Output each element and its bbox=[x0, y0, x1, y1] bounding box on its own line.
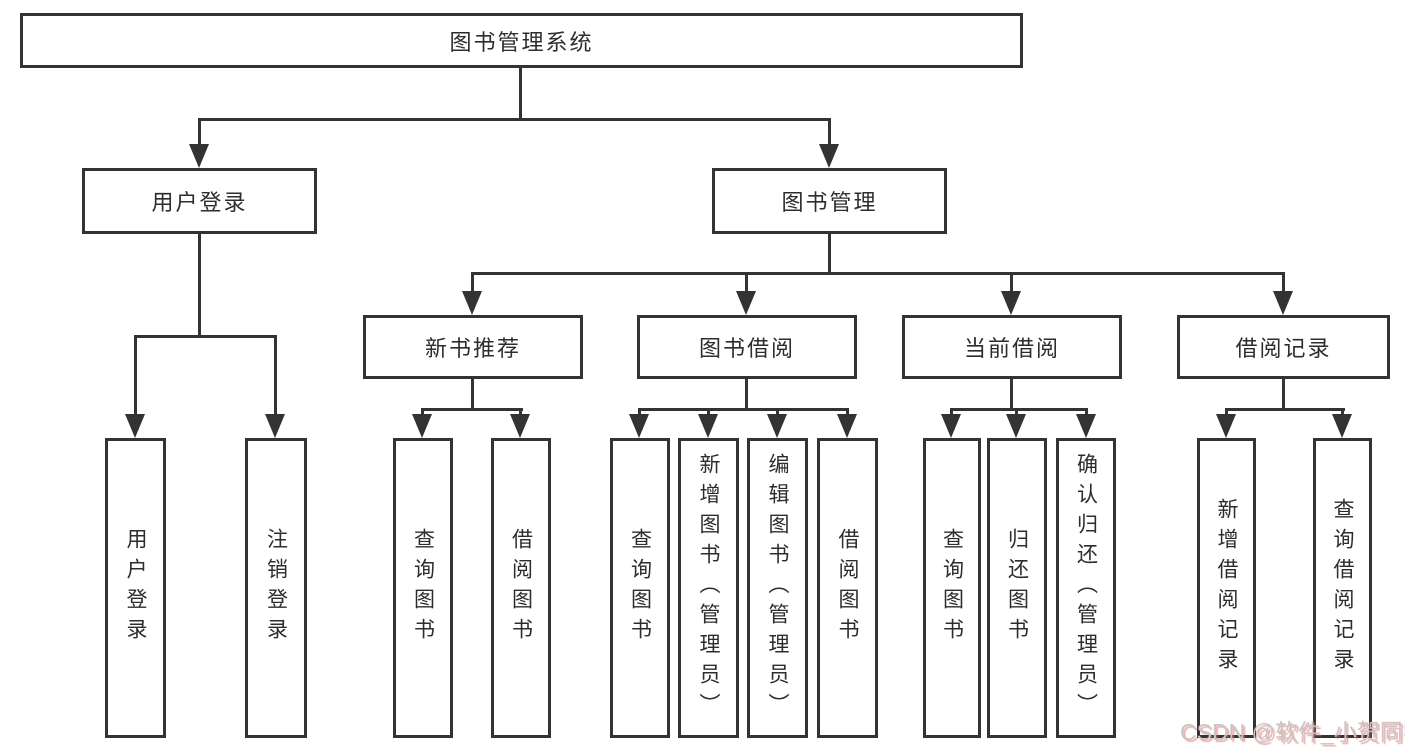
node-current-borrow-label: 当前借阅 bbox=[963, 336, 1060, 361]
connector-vline bbox=[471, 272, 474, 294]
connector-vline bbox=[707, 408, 710, 417]
arrow-down-icon bbox=[1216, 414, 1236, 438]
node-borrow-record-label: 借阅记录 bbox=[1235, 336, 1332, 361]
leaf-query-book-current: 查询图书 bbox=[923, 438, 981, 738]
connector-vline bbox=[471, 379, 474, 411]
connector-vline bbox=[519, 68, 522, 121]
leaf-edit-book-admin: 编辑图书（管理员） bbox=[747, 438, 808, 738]
connector-hline bbox=[638, 408, 849, 411]
arrow-down-icon bbox=[462, 291, 482, 315]
arrow-down-icon bbox=[189, 144, 209, 168]
arrow-down-icon bbox=[837, 414, 857, 438]
leaf-logout-label: 注销登录 bbox=[264, 528, 288, 648]
arrow-down-icon bbox=[265, 414, 285, 438]
node-user-login: 用户登录 bbox=[82, 168, 317, 234]
connector-vline bbox=[638, 408, 641, 417]
connector-vline bbox=[1085, 408, 1088, 417]
arrow-down-icon bbox=[1076, 414, 1096, 438]
leaf-borrow-book-label: 借阅图书 bbox=[836, 528, 859, 648]
connector-hline bbox=[950, 408, 1088, 411]
leaf-return-book: 归还图书 bbox=[987, 438, 1047, 738]
node-new-book-recommend: 新书推荐 bbox=[363, 315, 583, 379]
leaf-add-borrow-record: 新增借阅记录 bbox=[1197, 438, 1256, 738]
leaf-add-book-admin: 新增图书（管理员） bbox=[678, 438, 739, 738]
leaf-query-borrow-record-label: 查询借阅记录 bbox=[1331, 498, 1354, 678]
connector-vline bbox=[745, 379, 748, 411]
connector-vline bbox=[828, 118, 831, 150]
leaf-edit-book-admin-label: 编辑图书（管理员） bbox=[766, 453, 789, 723]
arrow-down-icon bbox=[412, 414, 432, 438]
connector-vline bbox=[1341, 408, 1344, 417]
connector-vline bbox=[1010, 272, 1013, 294]
leaf-confirm-return-admin-label: 确认归还（管理员） bbox=[1074, 453, 1098, 723]
node-library-system: 图书管理系统 bbox=[20, 13, 1023, 68]
arrow-down-icon bbox=[1001, 291, 1021, 315]
node-new-book-recommend-label: 新书推荐 bbox=[424, 336, 521, 361]
leaf-query-book-recommend-label: 查询图书 bbox=[411, 528, 435, 648]
node-book-borrow-label: 图书借阅 bbox=[698, 336, 795, 361]
leaf-borrow-book-recommend-label: 借阅图书 bbox=[509, 528, 533, 648]
connector-vline bbox=[776, 408, 779, 417]
leaf-borrow-book: 借阅图书 bbox=[817, 438, 878, 738]
arrow-down-icon bbox=[510, 414, 530, 438]
node-borrow-record: 借阅记录 bbox=[1177, 315, 1390, 379]
arrow-down-icon bbox=[941, 414, 961, 438]
node-book-management-label: 图书管理 bbox=[781, 190, 878, 215]
arrow-down-icon bbox=[1006, 414, 1026, 438]
connector-hline bbox=[421, 408, 523, 411]
leaf-add-book-admin-label: 新增图书（管理员） bbox=[697, 453, 720, 723]
leaf-return-book-label: 归还图书 bbox=[1005, 528, 1029, 648]
leaf-query-book-borrow-label: 查询图书 bbox=[628, 528, 652, 648]
connector-vline bbox=[846, 408, 849, 417]
leaf-query-borrow-record: 查询借阅记录 bbox=[1313, 438, 1372, 738]
connector-vline bbox=[1010, 379, 1013, 411]
arrow-down-icon bbox=[819, 144, 839, 168]
leaf-user-login-label: 用户登录 bbox=[124, 528, 147, 648]
connector-hline bbox=[471, 272, 1285, 275]
connector-hline bbox=[198, 118, 831, 121]
leaf-borrow-book-recommend: 借阅图书 bbox=[491, 438, 551, 738]
connector-vline bbox=[519, 408, 522, 417]
arrow-down-icon bbox=[767, 414, 787, 438]
arrow-down-icon bbox=[125, 414, 145, 438]
connector-vline bbox=[274, 335, 277, 420]
leaf-confirm-return-admin: 确认归还（管理员） bbox=[1056, 438, 1116, 738]
csdn-watermark: CSDN @软件_小贺同学 bbox=[1180, 719, 1405, 745]
arrow-down-icon bbox=[1332, 414, 1352, 438]
leaf-add-borrow-record-label: 新增借阅记录 bbox=[1215, 498, 1238, 678]
node-library-system-label: 图书管理系统 bbox=[449, 29, 594, 55]
connector-vline bbox=[198, 118, 201, 150]
leaf-user-login: 用户登录 bbox=[105, 438, 166, 738]
node-current-borrow: 当前借阅 bbox=[902, 315, 1122, 379]
node-user-login-label: 用户登录 bbox=[151, 190, 248, 215]
arrow-down-icon bbox=[629, 414, 649, 438]
node-book-borrow: 图书借阅 bbox=[637, 315, 857, 379]
connector-vline bbox=[745, 272, 748, 294]
leaf-query-book-recommend: 查询图书 bbox=[393, 438, 453, 738]
connector-vline bbox=[1282, 272, 1285, 294]
leaf-query-book-current-label: 查询图书 bbox=[940, 528, 964, 648]
node-book-management: 图书管理 bbox=[712, 168, 947, 234]
arrow-down-icon bbox=[698, 414, 718, 438]
connector-vline bbox=[828, 234, 831, 275]
connector-vline bbox=[1225, 408, 1228, 417]
connector-hline bbox=[1225, 408, 1345, 411]
connector-vline bbox=[421, 408, 424, 417]
connector-vline bbox=[134, 335, 137, 420]
connector-hline bbox=[134, 335, 277, 338]
connector-vline bbox=[198, 234, 201, 338]
arrow-down-icon bbox=[1273, 291, 1293, 315]
arrow-down-icon bbox=[736, 291, 756, 315]
leaf-logout: 注销登录 bbox=[245, 438, 307, 738]
connector-vline bbox=[950, 408, 953, 417]
connector-vline bbox=[1015, 408, 1018, 417]
leaf-query-book-borrow: 查询图书 bbox=[610, 438, 670, 738]
connector-vline bbox=[1282, 379, 1285, 411]
